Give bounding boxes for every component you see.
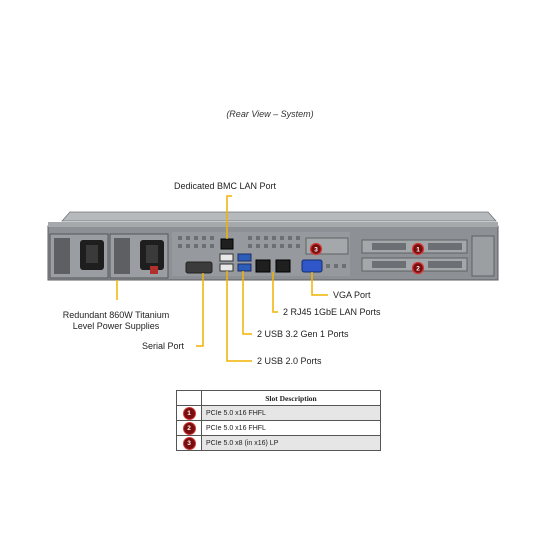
rear-vent-panel: [471, 235, 495, 277]
usb32-ports-label: 2 USB 3.2 Gen 1 Ports: [257, 329, 349, 339]
table-header: Slot Description: [201, 390, 381, 406]
usb20-ports-label: 2 USB 2.0 Ports: [257, 356, 322, 366]
bmc-lan-label: Dedicated BMC LAN Port: [174, 181, 277, 191]
diagram-caption: (Rear View – System): [226, 109, 314, 119]
vga-port-label: VGA Port: [333, 290, 371, 300]
slot-badge-2: 2: [182, 421, 196, 435]
slot-badge-3: 3: [182, 436, 196, 450]
table-header-row: Slot Description: [176, 390, 381, 406]
lan-ports-label: 2 RJ45 1GbE LAN Ports: [283, 307, 381, 317]
slot-desc-2: PCIe 5.0 x16 FHFL: [201, 420, 381, 436]
bmc-lan-port: [220, 238, 234, 250]
usb20-port-a: [219, 253, 234, 262]
psu-label-line1: Redundant 860W Titanium: [62, 310, 170, 320]
vga-port: [301, 259, 323, 273]
marker-2: 2: [411, 261, 425, 275]
table-header-blank: [176, 390, 202, 406]
table-row: 3 PCIe 5.0 x8 (in x16) LP: [176, 435, 381, 451]
leader-lines: [116, 195, 328, 362]
psu-label-line2: Level Power Supplies: [72, 321, 160, 331]
power-supply-2: [109, 233, 169, 279]
slot-description-table: Slot Description 1 PCIe 5.0 x16 FHFL 2 P…: [176, 390, 381, 451]
leader-usb20: [226, 271, 252, 362]
serial-port: [185, 261, 213, 274]
svg-text:3: 3: [314, 247, 318, 254]
usb32-port-a: [237, 253, 252, 262]
usb20-port-b: [219, 263, 234, 272]
leader-serial: [196, 273, 204, 347]
psu-label: Redundant 860W Titanium Level Power Supp…: [60, 310, 172, 332]
svg-text:1: 1: [416, 247, 420, 254]
table-row: 2 PCIe 5.0 x16 FHFL: [176, 420, 381, 436]
leader-bmc: [226, 195, 232, 239]
power-supply-1: [49, 233, 109, 279]
leader-lan: [272, 272, 278, 313]
slot-desc-3: PCIe 5.0 x8 (in x16) LP: [201, 435, 381, 451]
slot-badge-1: 1: [182, 406, 196, 420]
lan-port-1: [255, 259, 271, 273]
serial-port-label: Serial Port: [142, 341, 185, 351]
table-row: 1 PCIe 5.0 x16 FHFL: [176, 405, 381, 421]
leader-usb32: [242, 271, 252, 335]
slot-desc-1: PCIe 5.0 x16 FHFL: [201, 405, 381, 421]
leader-vga: [311, 272, 328, 296]
lan-port-2: [275, 259, 291, 273]
usb32-port-b: [237, 263, 252, 272]
marker-3: 3: [309, 242, 323, 256]
marker-1: 1: [411, 242, 425, 256]
svg-text:2: 2: [416, 266, 420, 273]
